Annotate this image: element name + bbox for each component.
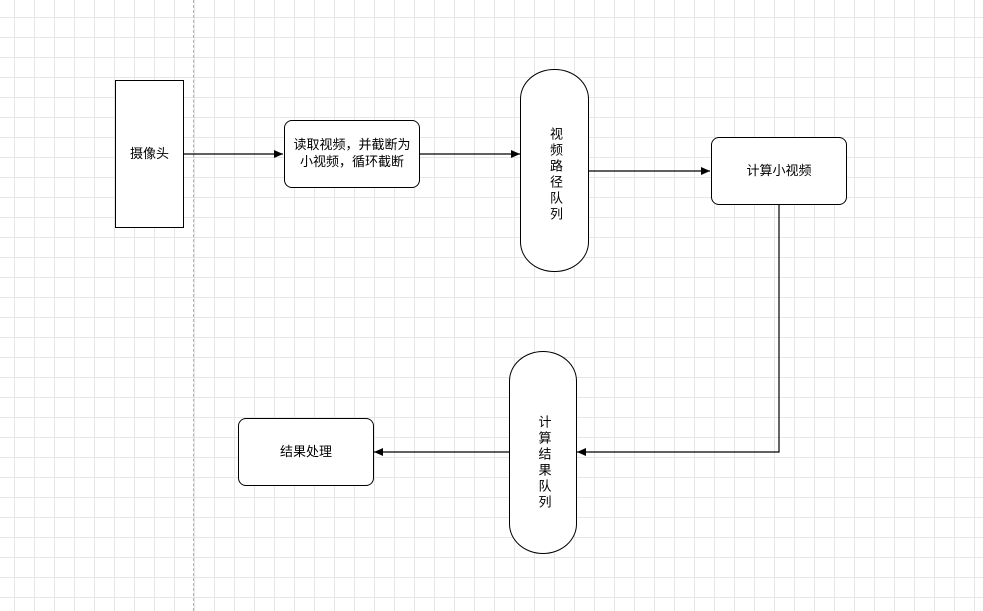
camera-node[interactable]: 摄像头 (115, 80, 184, 228)
result-processing-label: 结果处理 (279, 444, 332, 460)
result-queue-node[interactable]: 计算结果队列 (509, 351, 577, 554)
compute-small-video-node[interactable]: 计算小视频 (711, 137, 847, 205)
read-video-label: 读取视频，并截断为小视频，循环截断 (293, 138, 411, 170)
compute-small-video-label: 计算小视频 (746, 163, 812, 179)
camera-label: 摄像头 (129, 146, 169, 162)
result-queue-label: 计算结果队列 (535, 414, 551, 511)
video-path-queue-label: 视频路径队列 (547, 126, 562, 223)
video-path-queue-node[interactable]: 视频路径队列 (520, 69, 589, 272)
edge-compute-to-result-queue (577, 205, 780, 456)
read-video-node[interactable]: 读取视频，并截断为小视频，循环截断 (284, 120, 420, 188)
page-divider (193, 0, 194, 611)
result-processing-node[interactable]: 结果处理 (238, 418, 374, 486)
